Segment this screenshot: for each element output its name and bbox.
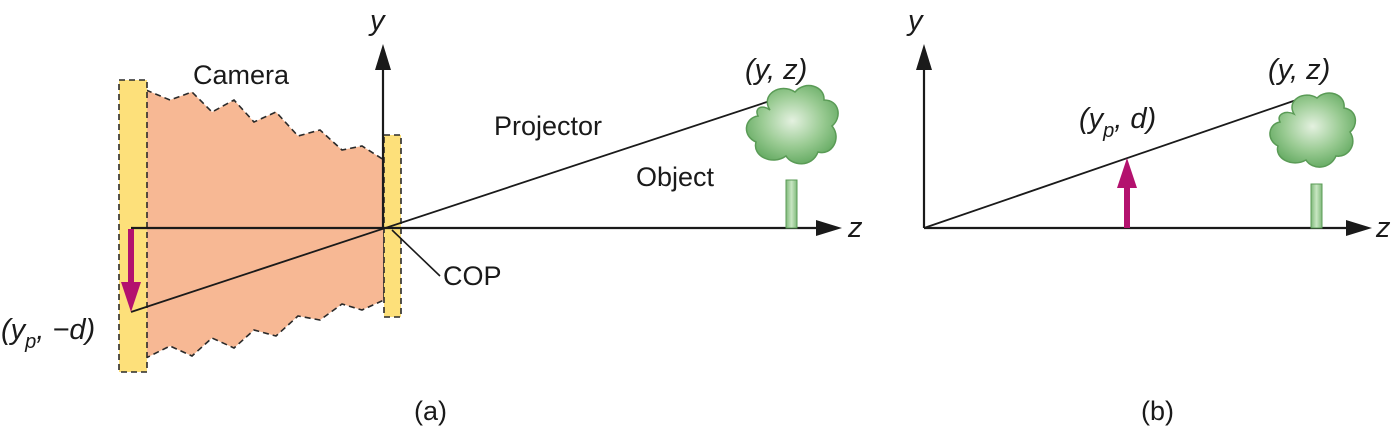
projector-label: Projector — [494, 111, 602, 141]
image-point-b-subscript: p — [1102, 120, 1114, 142]
image-point-suffix: , −d) — [36, 314, 95, 346]
z-axis-label: z — [847, 212, 863, 244]
image-point-subscript: p — [24, 331, 36, 353]
tree-foliage — [745, 84, 839, 165]
cop-label: COP — [443, 261, 502, 291]
object-point-label-b: (y, z) — [1268, 54, 1330, 86]
panel-b-caption: (b) — [1141, 396, 1174, 426]
tree-object-b — [1269, 92, 1357, 229]
y-axis-arrowhead — [375, 44, 391, 70]
image-arrowhead-b — [1117, 158, 1137, 188]
cop-leader — [391, 229, 441, 277]
z-axis-arrowhead — [816, 220, 842, 236]
image-point-label-b: (yp, d) — [1079, 103, 1156, 142]
image-point-prefix: (y — [1, 314, 27, 346]
z-axis-b-arrowhead — [1346, 220, 1372, 236]
camera-body — [145, 88, 385, 360]
image-point-label: (yp, −d) — [1, 314, 95, 353]
z-axis-b-label: z — [1375, 212, 1391, 244]
film-plane — [118, 79, 148, 373]
object-label: Object — [636, 162, 715, 192]
y-axis-label: y — [368, 5, 386, 37]
tree-trunk-b — [1310, 183, 1323, 229]
panel-a-caption: (a) — [414, 396, 447, 426]
y-axis-b-arrowhead — [916, 44, 932, 70]
image-point-b-suffix: , d) — [1114, 103, 1156, 135]
image-point-b-prefix: (y — [1079, 103, 1105, 135]
tree-object — [745, 84, 839, 229]
projector-ray — [130, 95, 786, 313]
image-arrowhead — [121, 282, 141, 312]
tree-foliage-b — [1269, 92, 1357, 168]
y-axis-b-label: y — [906, 5, 924, 37]
object-point-label: (y, z) — [745, 54, 807, 86]
tree-trunk — [785, 179, 798, 229]
projector-ray-b — [923, 96, 1306, 229]
camera-label: Camera — [193, 60, 290, 90]
panel-b: y z (y, z) (yp, d) (b) — [906, 5, 1391, 426]
panel-a: y z Camera Projector Object COP (y, z) (… — [1, 5, 863, 426]
